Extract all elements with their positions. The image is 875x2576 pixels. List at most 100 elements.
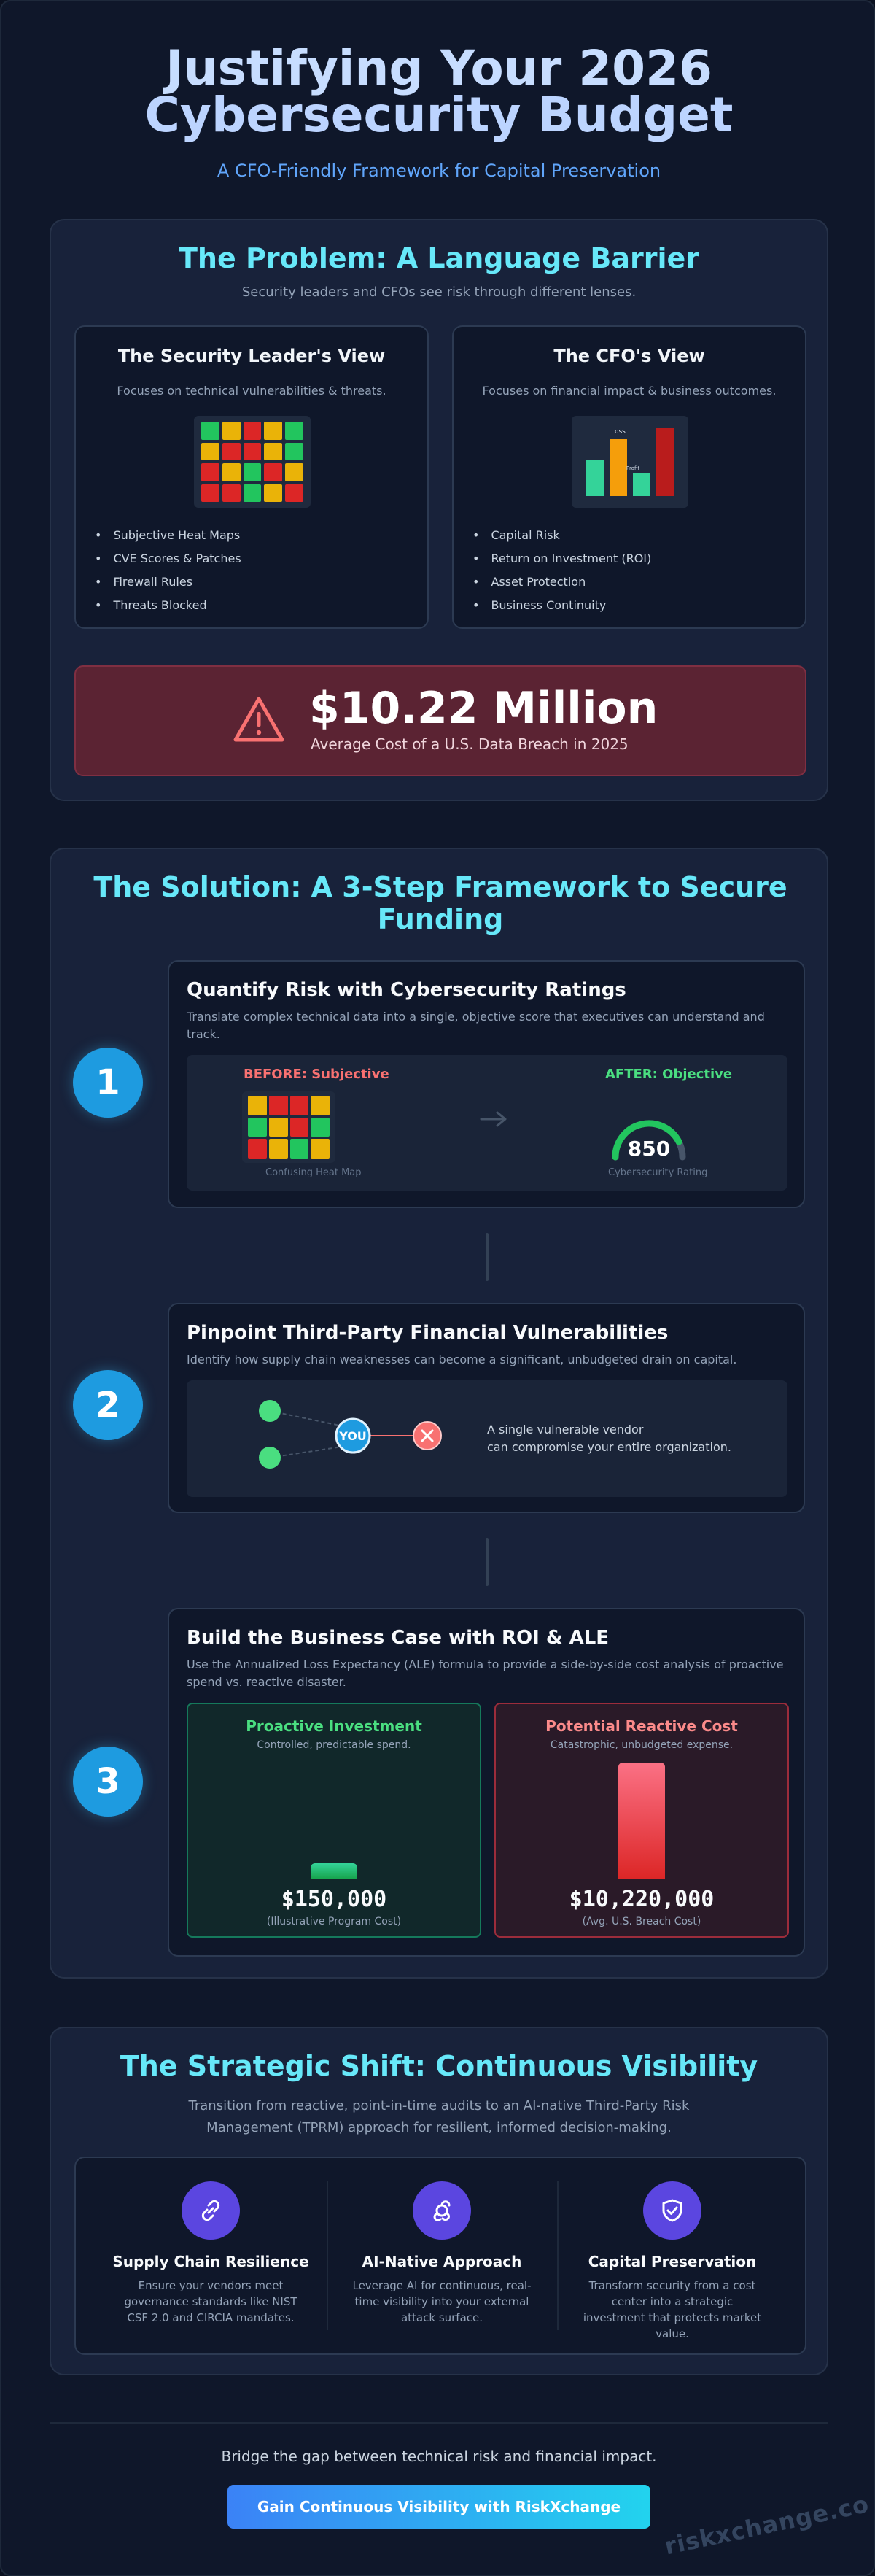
bar-mark (610, 439, 627, 496)
heat-map-cell (248, 1096, 267, 1115)
loss-label: Loss (611, 428, 626, 436)
heat-map-cell (248, 1117, 267, 1137)
step-1-desc: Translate complex technical data into a … (187, 1010, 765, 1041)
security-leader-desc: Focuses on technical vulnerabilities & t… (117, 384, 386, 398)
cta-button[interactable]: Gain Continuous Visibility with RiskXcha… (228, 2485, 650, 2529)
step-2-desc: Identify how supply chain weaknesses can… (187, 1353, 737, 1366)
heat-map-cell (201, 484, 219, 502)
pillar-text: Ensure your vendors meet governance stan… (124, 2279, 298, 2324)
cfo-list: Capital Risk Return on Investment (ROI) … (472, 524, 651, 617)
reactive-bar (618, 1763, 665, 1879)
step-3-card: Build the Business Case with ROI & ALE U… (168, 1608, 805, 1957)
step-3-title: Build the Business Case with ROI & ALE (187, 1627, 610, 1649)
step-connector (486, 1233, 489, 1281)
heat-map-cell (243, 442, 262, 460)
ai-nodes-icon (413, 2181, 471, 2240)
heat-map-cell (222, 442, 241, 460)
bar-mark (656, 428, 674, 496)
footer-text: Bridge the gap between technical risk an… (221, 2448, 657, 2465)
vendor-note-line-2: can compromise your entire organization. (487, 1440, 731, 1454)
proactive-note: (Illustrative Program Cost) (266, 1916, 402, 1927)
heat-map-cell (264, 422, 283, 440)
step-3-desc: Use the Annualized Loss Expectancy (ALE)… (187, 1658, 784, 1689)
pillar-title: Supply Chain Resilience (112, 2253, 309, 2270)
before-after-panel: BEFORE: Subjective Confusing Heat Map AF… (187, 1055, 788, 1191)
heat-map-cell (248, 1139, 267, 1159)
bar-mark (586, 460, 604, 496)
pillar-title: Capital Preservation (588, 2253, 757, 2270)
heat-map-cell (311, 1139, 330, 1159)
heat-map-cell (243, 422, 262, 440)
shield-check-icon (643, 2181, 701, 2240)
shift-title: The Strategic Shift: Continuous Visibili… (120, 2050, 758, 2082)
heat-map-cell (264, 484, 283, 502)
pillar-text: Transform security from a cost center in… (583, 2279, 762, 2340)
heat-map-cell (222, 484, 241, 502)
strategic-shift-section: The Strategic Shift: Continuous Visibili… (50, 2027, 828, 2375)
breach-cost-callout: $10.22 Million Average Cost of a U.S. Da… (74, 665, 806, 776)
you-node-label: YOU (338, 1429, 367, 1443)
list-item: Capital Risk (472, 524, 651, 547)
reactive-cost-box: Potential Reactive Cost Catastrophic, un… (494, 1703, 789, 1938)
after-label: AFTER: Objective (605, 1067, 733, 1082)
problem-subtitle: Security leaders and CFOs see risk throu… (241, 285, 637, 300)
heat-map-cell (243, 484, 262, 502)
heat-map-cell (289, 1139, 309, 1159)
list-item: Threats Blocked (95, 594, 241, 617)
problem-section: The Problem: A Language Barrier Security… (50, 219, 828, 801)
list-item: Business Continuity (472, 594, 651, 617)
proactive-bar (311, 1863, 357, 1879)
heat-map-cell (222, 422, 241, 440)
footer-divider (50, 2422, 828, 2424)
solution-title: The Solution: A 3-Step Framework to Secu… (93, 871, 788, 935)
heat-map-cell (285, 463, 303, 481)
title-line-2: Cybersecurity Budget (144, 87, 734, 143)
heat-map-cell (268, 1096, 288, 1115)
watermark: riskxchange.co (662, 2490, 872, 2561)
proactive-title: Proactive Investment (246, 1717, 422, 1735)
cfo-title: The CFO's View (553, 346, 705, 366)
list-item: Firewall Rules (95, 570, 241, 594)
heat-map-cell (285, 484, 303, 502)
heat-map-cell (264, 442, 283, 460)
heat-map-cell (285, 422, 303, 440)
you-node (335, 1417, 371, 1454)
security-leader-title: The Security Leader's View (117, 346, 386, 366)
heat-map-cell (311, 1117, 330, 1137)
step-2-title: Pinpoint Third-Party Financial Vulnerabi… (187, 1322, 669, 1344)
breach-cost-value: $10.22 Million (309, 683, 658, 734)
heat-map-cell (201, 463, 219, 481)
heat-map-cell (311, 1096, 330, 1115)
divider (327, 2181, 328, 2330)
divider (557, 2181, 559, 2330)
heat-map-cell (201, 442, 219, 460)
cfo-desc: Focuses on financial impact & business o… (482, 384, 777, 398)
step-1-card: Quantify Risk with Cybersecurity Ratings… (168, 960, 805, 1208)
list-item: Subjective Heat Maps (95, 524, 241, 547)
heat-map-illustration (194, 416, 311, 508)
rating-score: 850 (628, 1137, 670, 1161)
list-item: CVE Scores & Patches (95, 547, 241, 570)
pillar-title: AI-Native Approach (362, 2253, 522, 2270)
after-caption: Cybersecurity Rating (608, 1167, 708, 1178)
list-item: Asset Protection (472, 570, 651, 594)
before-caption: Confusing Heat Map (265, 1167, 362, 1178)
pillar-text: Leverage AI for continuous, real-time vi… (352, 2279, 532, 2324)
arrow-right-icon (480, 1111, 507, 1127)
vendor-note-line-1: A single vulnerable vendor (487, 1423, 644, 1436)
page-title: Justifying Your 2026 Cybersecurity Budge… (1, 45, 874, 143)
before-label: BEFORE: Subjective (244, 1067, 389, 1082)
proactive-subtitle: Controlled, predictable spend. (257, 1739, 411, 1751)
security-leader-list: Subjective Heat Maps CVE Scores & Patche… (95, 524, 241, 617)
cfo-card: The CFO's View Focuses on financial impa… (452, 325, 806, 629)
vendor-network-diagram: YOU (259, 1400, 442, 1469)
shift-subtitle: Transition from reactive, point-in-time … (188, 2098, 690, 2135)
solution-section: The Solution: A 3-Step Framework to Secu… (50, 848, 828, 1979)
rating-gauge-icon: 850 (612, 1120, 686, 1161)
step-number-1: 1 (73, 1048, 143, 1118)
heat-map-cell (289, 1117, 309, 1137)
heat-map-cell (264, 463, 283, 481)
pillar-capital-preservation: Capital Preservation Transform security … (559, 2158, 785, 2353)
heat-map-cell (289, 1096, 309, 1115)
